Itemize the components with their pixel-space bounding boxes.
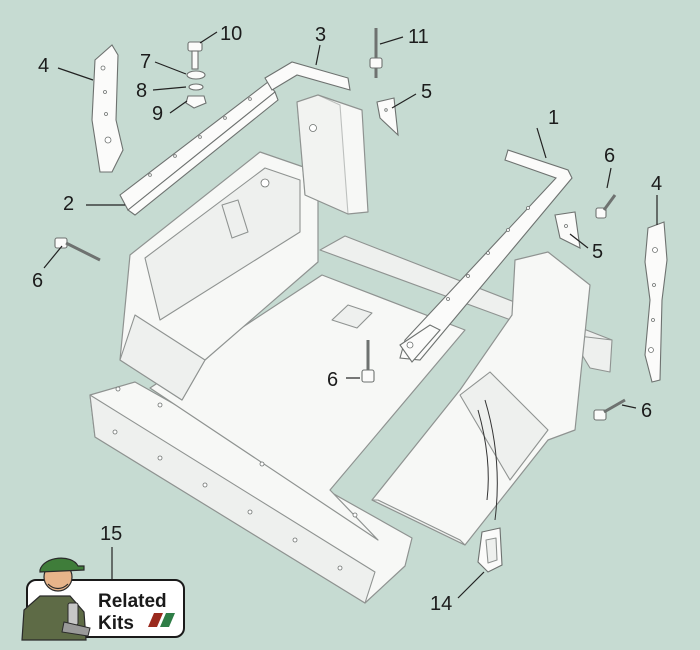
callout-15: 15 — [100, 523, 122, 545]
part-7-washer — [186, 70, 206, 80]
part-1-right-rail — [399, 149, 573, 363]
right-wheel-box — [371, 251, 591, 546]
part-5-plate-lower — [554, 211, 581, 249]
front-member-holes — [112, 386, 358, 571]
callout-1: 1 — [548, 107, 559, 129]
callout-10: 10 — [220, 23, 242, 45]
rear-centre-panel — [296, 94, 369, 215]
callout-11: 11 — [408, 26, 429, 48]
callout-8: 8 — [136, 80, 147, 102]
callout-5-upper: 5 — [421, 81, 432, 103]
part-2-left-rail — [119, 81, 279, 216]
part-4-left-bracket — [91, 44, 124, 173]
callout-9: 9 — [152, 103, 163, 125]
part-10-bolt — [187, 41, 203, 70]
related-kits-line1: Related — [98, 591, 167, 612]
callout-7: 7 — [140, 51, 151, 73]
left-rail-holes — [148, 97, 252, 177]
related-kits-line2: Kits — [98, 613, 134, 634]
callout-6-centre: 6 — [327, 369, 338, 391]
left-wheel-box — [119, 151, 319, 401]
kits-stripe-green-icon — [160, 613, 175, 627]
part-3-corner-bracket — [264, 61, 351, 91]
part-11-stud — [369, 28, 383, 78]
callout-5-lower: 5 — [592, 241, 603, 263]
callout-3: 3 — [315, 24, 326, 46]
callout-6-right-upper: 6 — [604, 145, 615, 167]
part-14-clip — [477, 527, 503, 573]
related-kits-button[interactable]: Related Kits — [21, 557, 185, 641]
mechanic-mascot-icon — [21, 557, 91, 641]
callout-6-right-lower: 6 — [641, 400, 652, 422]
part-6-rivet-left — [54, 237, 101, 262]
leader-lines — [43, 31, 658, 599]
callout-4-left: 4 — [38, 55, 49, 77]
part-6-rivet-right-upper — [595, 194, 617, 219]
callout-14: 14 — [430, 593, 452, 615]
part-6-rivet-right-lower — [593, 398, 626, 421]
part-8-washer — [188, 83, 204, 91]
part-9-nut — [185, 95, 207, 109]
part-5-plate-upper — [376, 97, 399, 137]
kits-stripe-red-icon — [148, 613, 163, 627]
part-6-rivet-centre — [361, 340, 375, 383]
callout-labels: 1 2 3 4 4 5 5 6 6 6 6 7 8 9 10 11 14 15 — [32, 23, 662, 615]
callout-6-left: 6 — [32, 270, 43, 292]
part-4-right-bracket — [644, 221, 668, 383]
callout-4-right: 4 — [651, 173, 662, 195]
callout-2: 2 — [63, 193, 74, 215]
